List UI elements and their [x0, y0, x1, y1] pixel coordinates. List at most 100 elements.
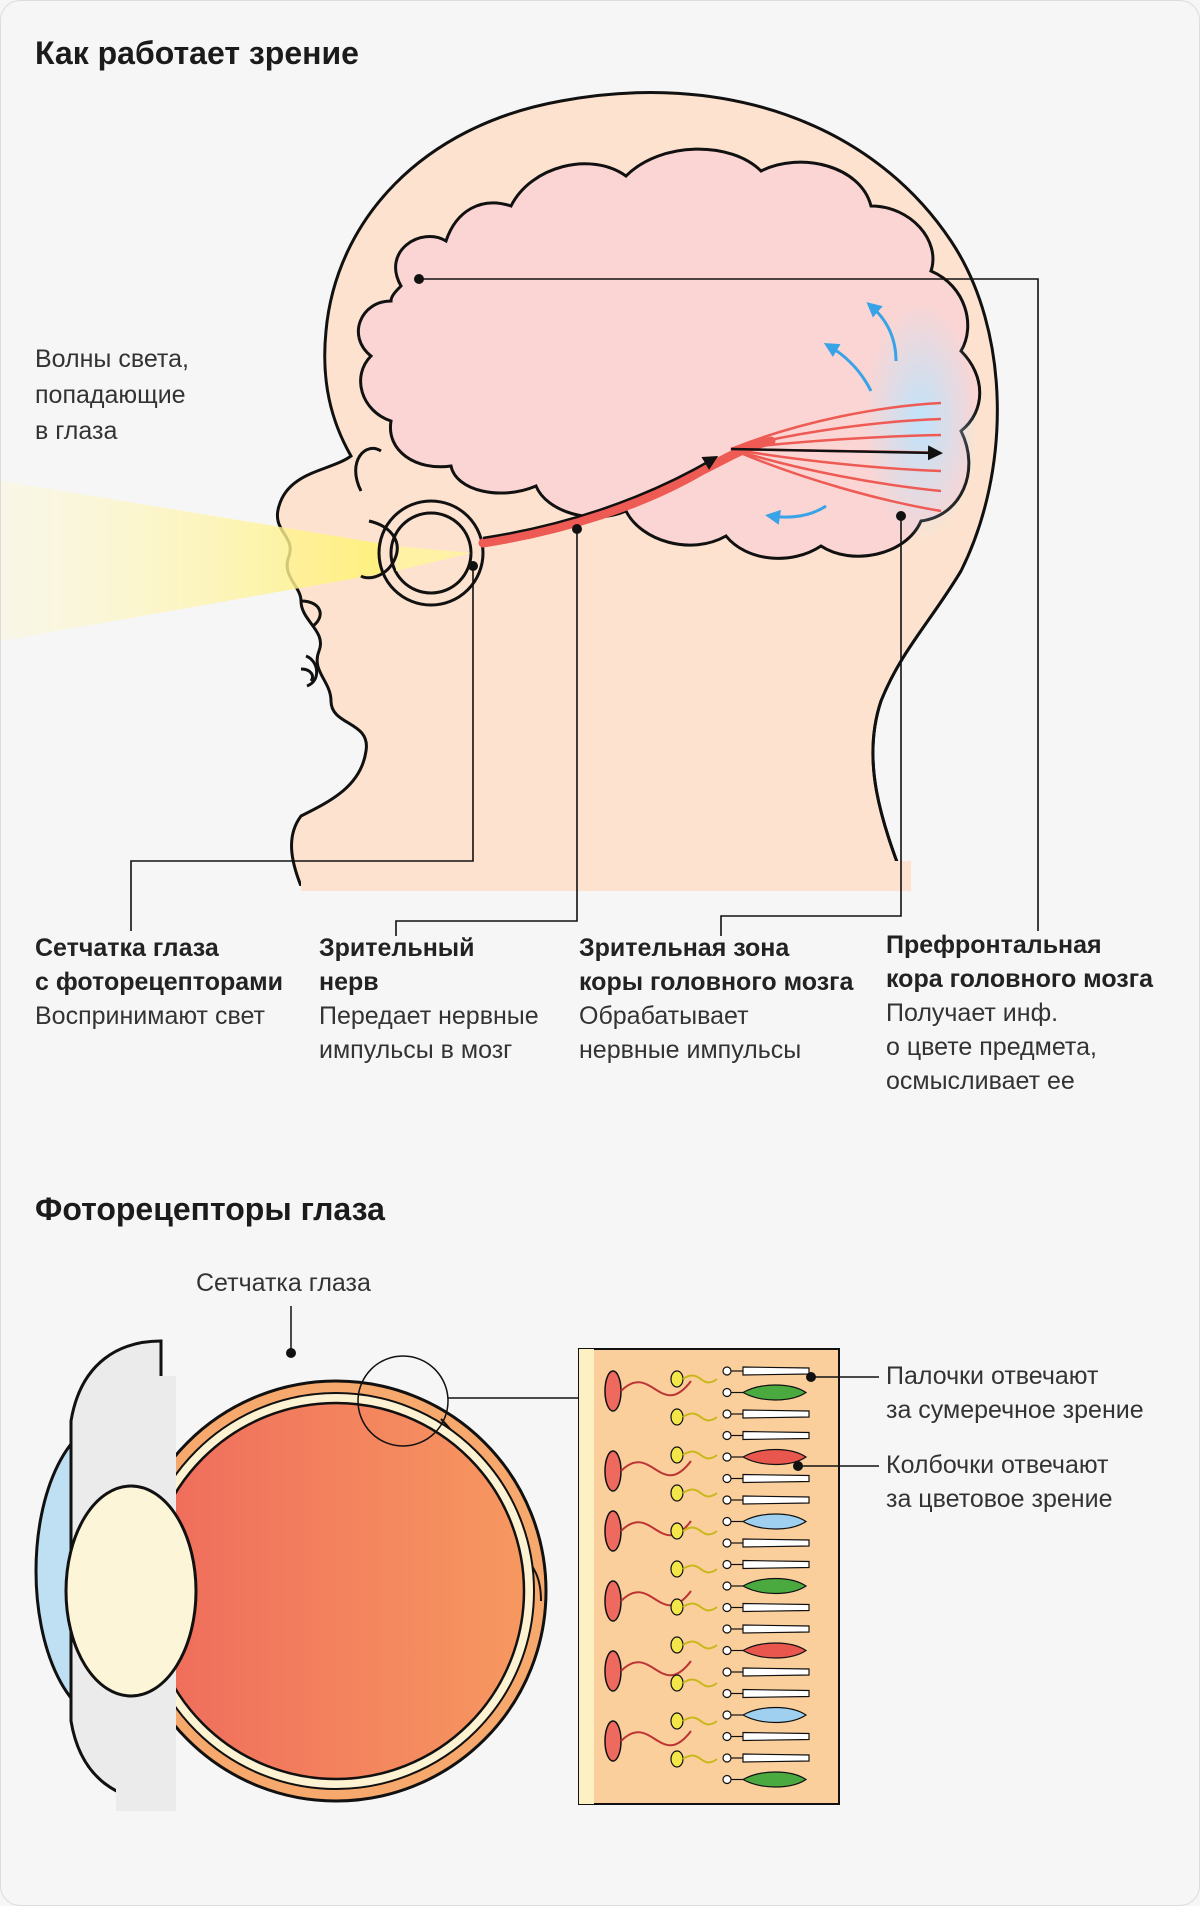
ganglion-cell: [604, 1580, 622, 1622]
dot-retina: [468, 561, 478, 571]
ganglion-cell: [604, 1370, 622, 1412]
cone-cell: [741, 1642, 808, 1659]
leader-lines: [130, 278, 1039, 936]
rods-label: Палочки отвечают за сумеречное зрение: [886, 1362, 1144, 1424]
cones-dot: [793, 1461, 803, 1471]
rod-cell: [742, 1624, 810, 1634]
leader-prefrontal: [419, 278, 1039, 931]
lens: [64, 1484, 198, 1698]
ganglion-axon: [620, 1380, 692, 1397]
rod-cell: [742, 1473, 810, 1484]
synapse-bulb: [722, 1516, 732, 1527]
ganglion-cell: [604, 1510, 622, 1552]
cone-cell: [741, 1448, 808, 1466]
callout-visual-cortex: Зрительная зона коры головного мозга Обр…: [579, 934, 854, 1064]
rod-cell: [742, 1366, 810, 1376]
ganglion-axon: [620, 1730, 692, 1747]
synapse-bulb: [722, 1430, 732, 1441]
bipolar-dendrite: [682, 1678, 718, 1688]
leader-optic-nerve: [395, 529, 578, 936]
callout-optic-nerve: Зрительный нерв Передает нервные импульс…: [319, 934, 539, 1064]
bipolar-cell: [670, 1674, 684, 1692]
synapse-bulb: [722, 1688, 732, 1699]
bipolar-cell: [670, 1522, 684, 1540]
cone-cell: [741, 1577, 808, 1595]
mouth-line: [300, 667, 315, 682]
bipolar-dendrite: [682, 1640, 718, 1650]
bipolar-dendrite: [682, 1602, 718, 1612]
synapse-bulb: [722, 1366, 732, 1376]
cells-panel-bg: [578, 1348, 840, 1805]
cells-panel-edge: [579, 1349, 594, 1804]
eyelid-line: [360, 519, 399, 580]
cone-cell: [741, 1513, 808, 1530]
ganglion-cell: [604, 1450, 622, 1492]
synapse-bulb: [722, 1409, 732, 1419]
rod-cell: [742, 1753, 810, 1763]
rod-cell: [742, 1667, 810, 1677]
rod-cell: [742, 1538, 810, 1548]
light-beam: [1, 481, 396, 641]
callout-retina: Сетчатка глаза с фоторецепторами Восприн…: [35, 934, 283, 1030]
ganglion-cell: [604, 1720, 622, 1762]
blue-arrow-1: [866, 302, 898, 362]
lip-line: [305, 654, 319, 688]
ganglion-cell: [604, 1650, 622, 1692]
bipolar-dendrite: [682, 1754, 718, 1764]
rod-cell: [742, 1559, 810, 1570]
retina-cells-panel: [578, 1348, 840, 1805]
title-photoreceptors: Фоторецепторы глаза: [35, 1191, 385, 1227]
bipolar-dendrite: [682, 1412, 718, 1422]
magnifier-circle: [357, 1355, 449, 1447]
vitreous-body: [146, 1401, 526, 1781]
synapse-bulb: [722, 1538, 732, 1548]
ganglion-axon: [620, 1460, 692, 1477]
leader-retina: [130, 566, 474, 931]
rod-cell: [742, 1602, 810, 1613]
bipolar-dendrite: [682, 1716, 718, 1726]
bipolar-dendrite: [682, 1450, 718, 1460]
ganglion-axon: [620, 1660, 692, 1677]
bipolar-cell: [670, 1598, 684, 1616]
bipolar-dendrite: [682, 1374, 718, 1384]
cone-cell: [741, 1771, 808, 1788]
retina-dot: [286, 1348, 296, 1358]
blue-arrow-2: [823, 342, 873, 392]
nerve-fibers: [730, 401, 942, 513]
rod-cell: [742, 1430, 810, 1441]
synapse-bulb: [722, 1624, 732, 1634]
bipolar-cell: [670, 1484, 684, 1502]
bipolar-cell: [670, 1636, 684, 1654]
bipolar-cell: [670, 1446, 684, 1464]
rod-cell: [742, 1688, 810, 1699]
bipolar-cell: [670, 1370, 684, 1388]
synapse-bulb: [722, 1645, 732, 1656]
synapse-bulb: [722, 1731, 732, 1742]
rod-cell: [742, 1409, 810, 1419]
synapse-bulb: [722, 1452, 732, 1462]
eyeball-section: [34, 1339, 548, 1811]
bipolar-cell: [670, 1712, 684, 1730]
synapse-bulb: [722, 1667, 732, 1677]
bipolar-dendrite: [682, 1564, 718, 1574]
bipolar-cell: [670, 1750, 684, 1768]
title-how-vision-works: Как работает зрение: [35, 35, 359, 71]
bipolar-dendrite: [682, 1488, 718, 1498]
synapse-bulb: [722, 1710, 732, 1720]
bipolar-cell: [670, 1408, 684, 1426]
blue-arrow-3: [765, 504, 827, 525]
dot-optic-nerve: [572, 524, 582, 534]
eye-light: [396, 546, 471, 571]
rod-cell: [742, 1731, 810, 1742]
synapse-bulb: [722, 1473, 732, 1484]
cones-label: Колбочки отвечают за цветовое зрение: [886, 1451, 1113, 1513]
cone-cell: [741, 1384, 808, 1401]
nostril-line: [300, 599, 322, 628]
synapse-bulb: [722, 1581, 732, 1591]
nerve-signal-arrow: [482, 455, 719, 540]
bipolar-cell: [670, 1560, 684, 1578]
cone-cell: [741, 1706, 808, 1724]
dot-visual-cortex: [896, 511, 906, 521]
